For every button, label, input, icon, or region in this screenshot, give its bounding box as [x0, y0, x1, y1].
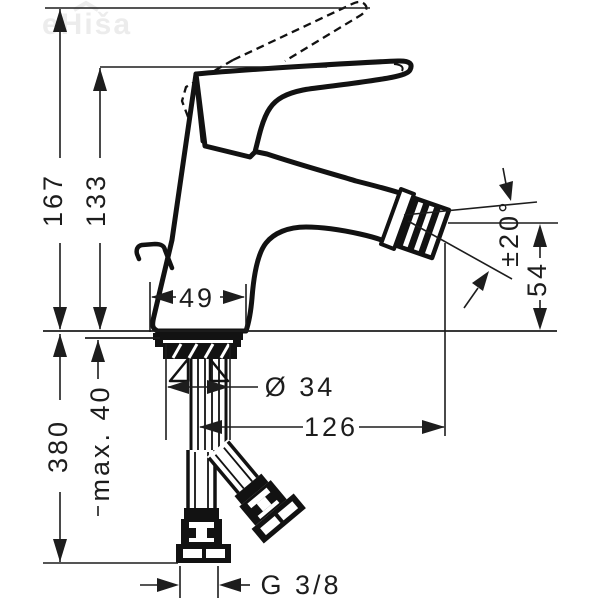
dim-hose-length-line — [43, 334, 178, 564]
dim-base-width-line — [149, 282, 247, 332]
handle-tip-inner-line — [393, 63, 404, 72]
dim-body-height-label: 133 — [81, 173, 111, 227]
dim-reach-label: 126 — [304, 412, 358, 442]
dim-hose-length-label: 380 — [43, 419, 73, 473]
pop-up-rod-hook — [134, 241, 175, 271]
dim-hole-diameter-label: Ø 34 — [265, 372, 336, 402]
dim-reach-line — [199, 243, 446, 436]
dim-thread-line — [140, 566, 250, 598]
dim-hole-diameter-line — [165, 344, 258, 440]
dim-swivel-angle-lines — [403, 167, 538, 309]
dim-outlet-height-line — [448, 222, 558, 330]
dim-outlet-height-label: 54 — [522, 261, 552, 297]
dimension-labels: 167 133 380 max. 40 ±20° 54 49 Ø 34 126 … — [38, 173, 552, 600]
dim-total-height-line — [53, 9, 67, 330]
dim-swivel-angle-label: ±20° — [494, 199, 524, 267]
mounting-hardware — [153, 333, 243, 383]
dim-max-thickness-line — [91, 340, 105, 516]
dim-body-height-line — [93, 68, 107, 330]
dim-base-width-label: 49 — [179, 283, 215, 313]
dim-thread-label: G 3/8 — [260, 570, 341, 600]
dimension-lines — [43, 7, 558, 598]
dim-total-height-label: 167 — [38, 173, 68, 227]
threaded-shank — [189, 359, 228, 452]
dim-max-thickness-label: max. 40 — [85, 384, 115, 501]
faucet-handle — [193, 58, 414, 160]
supply-hose-angled — [206, 438, 306, 544]
